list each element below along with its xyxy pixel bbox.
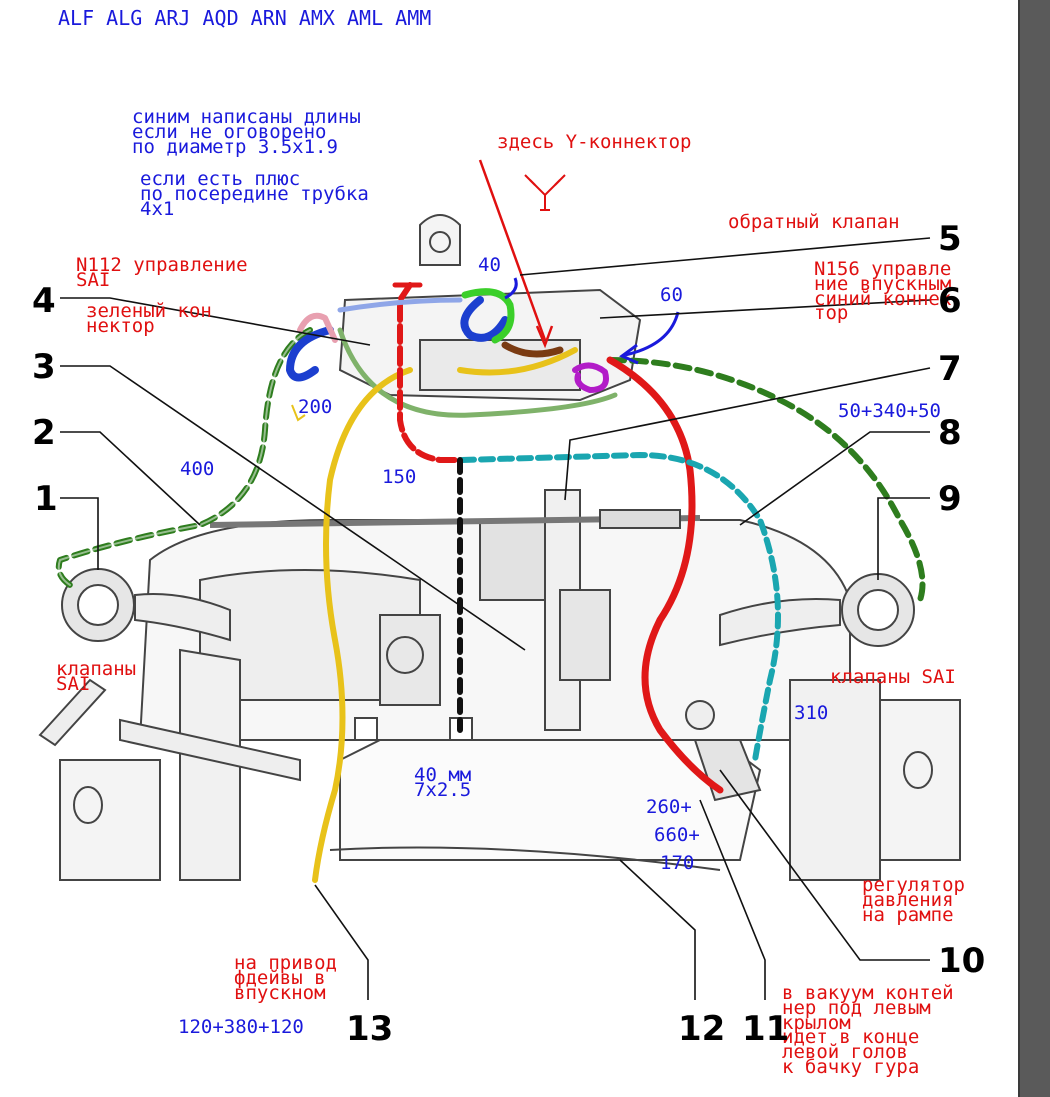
engine-codes: ALF ALG ARJ AQD ARN AMX AML AMM: [58, 6, 432, 30]
label-line: N112 управление: [76, 254, 248, 276]
label-line: нер под левым: [782, 996, 931, 1019]
label-line: нектор: [86, 314, 155, 337]
label-line: на рампе: [862, 903, 954, 926]
length-label: 60: [660, 284, 683, 306]
label-line: N156 управле: [814, 258, 952, 280]
length-label: 150: [382, 466, 417, 488]
callout-4: 4: [32, 281, 56, 321]
callout-6: 6: [938, 281, 962, 321]
frame-divider: [1018, 0, 1020, 1097]
note-plus: если есть плюс по посередине трубка 4x1: [140, 168, 369, 220]
callout-13: 13: [346, 1009, 394, 1049]
window-edge: [1020, 0, 1050, 1097]
label-line: давления: [862, 888, 954, 911]
callout-11: 11: [742, 1009, 790, 1049]
note-line: синим написаны длины: [132, 106, 361, 128]
callout-3: 3: [32, 347, 56, 387]
note-line: по посередине трубка: [140, 182, 369, 205]
label-line: клапаны: [56, 658, 137, 680]
length-label: 120+380+120: [178, 1016, 304, 1038]
green-connector-label: зеленый кон нектор: [86, 300, 212, 337]
check-valve-note: обратный клапан: [728, 211, 900, 233]
hose-cyan: [459, 452, 781, 763]
length-label: 170: [660, 852, 695, 874]
n156-label: N156 управле ние впускным синий коннек т…: [814, 258, 952, 325]
label-line: регулятор: [862, 874, 965, 896]
length-label: 50+340+50: [838, 400, 941, 422]
label-line: фдейвы в: [234, 966, 326, 989]
label-line: идет в конце: [782, 1026, 920, 1049]
y-connector-icon: [524, 174, 566, 211]
label-line: SAI: [76, 268, 111, 291]
length-label: 40: [478, 254, 501, 276]
length-label: 310: [794, 702, 829, 724]
sai-valves-left-label: клапаны SAI: [56, 658, 137, 695]
length-label: 400: [180, 458, 215, 480]
hose-blue-center: [460, 296, 509, 342]
callout-7: 7: [938, 349, 962, 389]
label-line: синий коннек: [814, 287, 952, 310]
callout-8: 8: [938, 413, 962, 453]
hose-green-top: [337, 327, 618, 418]
hose-lightblue: [337, 297, 463, 313]
label-line: крылом: [782, 1011, 851, 1034]
callout-1: 1: [34, 479, 58, 519]
note-lengths: синим написаны длины если не оговорено п…: [132, 106, 361, 158]
note-line: если не оговорено: [132, 120, 327, 143]
label-line: левой голов: [782, 1041, 908, 1064]
leader-lines: [60, 237, 931, 1000]
length-line: 7x2.5: [414, 778, 472, 801]
hose-brown: [501, 341, 564, 358]
hose-pink: [297, 312, 338, 343]
length-label-40mm: 40 мм 7x2.5: [414, 764, 472, 801]
hose-red-left: [397, 282, 463, 463]
callout-10: 10: [938, 941, 986, 981]
annotation-arrows: [291, 159, 680, 422]
callout-5: 5: [938, 219, 962, 259]
label-line: ние впускным: [814, 272, 952, 295]
label-line: тор: [814, 302, 849, 325]
label-line: впускном: [234, 981, 326, 1004]
callout-2: 2: [32, 413, 56, 453]
hoses: [55, 282, 926, 883]
label-line: SAI: [56, 672, 91, 695]
length-line: 40 мм: [414, 764, 472, 786]
label-line: зеленый кон: [86, 300, 212, 322]
hose-green-right: [607, 357, 926, 603]
hose-purple: [572, 362, 609, 393]
note-line: 4x1: [140, 197, 175, 220]
hose-yellow-top: [457, 347, 578, 376]
note-line: по диаметр 3.5x1.9: [132, 135, 338, 158]
length-label: 660+: [654, 824, 700, 846]
hose-blue: [286, 326, 334, 382]
regulator-label: регулятор давления на рампе: [862, 874, 965, 926]
sai-valves-right-label: клапаны SAI: [830, 666, 956, 688]
hose-yellow: [312, 367, 413, 883]
length-label: 200: [298, 396, 333, 418]
engine-drawing: [38, 214, 961, 881]
label-line: к бачку гура: [782, 1056, 920, 1079]
note-line: если есть плюс: [140, 168, 301, 190]
n112-label: N112 управление SAI: [76, 254, 248, 291]
vacuum-note: в вакуум контей нер под левым крылом иде…: [782, 982, 954, 1079]
y-connector-note: здесь Y-коннектор: [497, 131, 692, 153]
hose-lime: [461, 288, 515, 344]
label-line: в вакуум контей: [782, 982, 954, 1004]
length-label: 260+: [646, 796, 692, 818]
callout-9: 9: [938, 479, 962, 519]
label-line: на привод: [234, 952, 337, 974]
drive-note: на привод фдейвы в впускном: [234, 952, 337, 1004]
hose-red-right: [606, 356, 724, 794]
callout-12: 12: [678, 1009, 726, 1049]
